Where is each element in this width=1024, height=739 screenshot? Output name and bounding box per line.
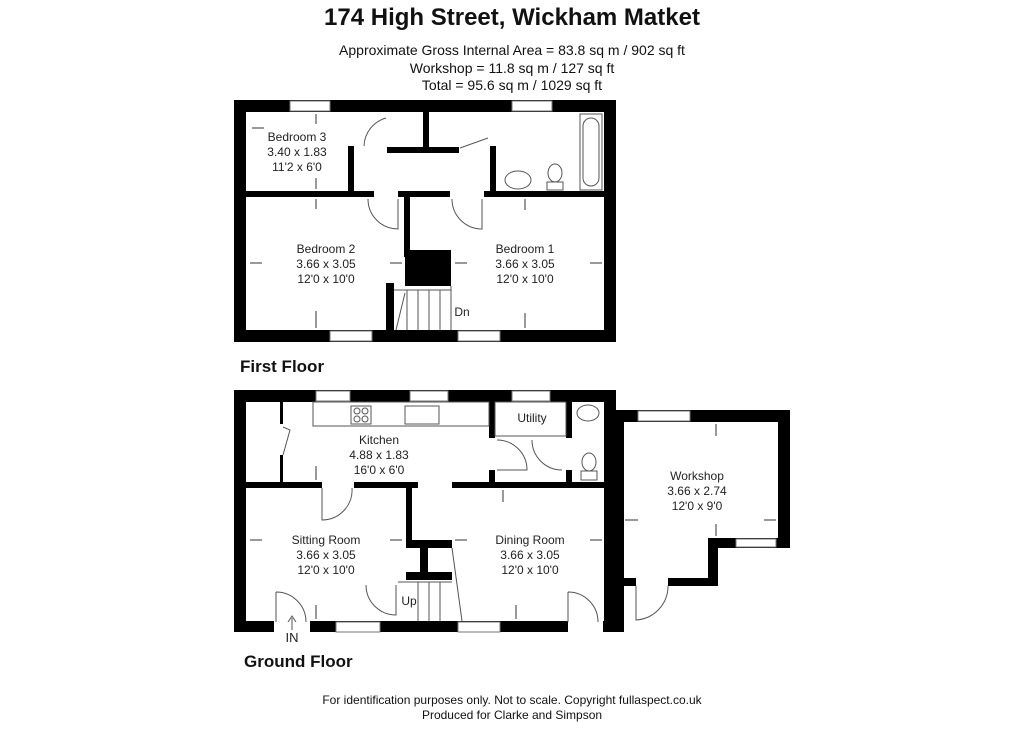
svg-text:3.66 x 3.05: 3.66 x 3.05: [495, 257, 555, 271]
svg-text:4.88 x 1.83: 4.88 x 1.83: [349, 448, 409, 462]
svg-text:16'0 x 6'0: 16'0 x 6'0: [354, 463, 405, 477]
disclaimer-text: For identification purposes only. Not to…: [322, 693, 702, 707]
svg-text:12'0 x 9'0: 12'0 x 9'0: [672, 499, 723, 513]
first-floor-plan: Bedroom 3 3.40 x 1.83 11'2 x 6'0 Bedroom…: [234, 100, 616, 342]
svg-text:Dn: Dn: [454, 305, 469, 319]
svg-text:Bedroom 1: Bedroom 1: [496, 242, 555, 256]
svg-text:Workshop: Workshop: [670, 469, 724, 483]
svg-text:Bedroom 2: Bedroom 2: [297, 242, 356, 256]
workshop-area-text: Workshop = 11.8 sq m / 127 sq ft: [409, 60, 615, 76]
svg-text:3.66 x 3.05: 3.66 x 3.05: [500, 548, 560, 562]
first-floor-label: First Floor: [240, 357, 325, 376]
svg-text:Sitting Room: Sitting Room: [292, 533, 361, 547]
bedroom-3-label: Bedroom 3: [268, 130, 327, 144]
svg-text:3.66 x 3.05: 3.66 x 3.05: [296, 548, 356, 562]
total-area-text: Total = 95.6 sq m / 1029 sq ft: [421, 77, 603, 93]
svg-text:IN: IN: [286, 630, 299, 645]
svg-text:12'0 x 10'0: 12'0 x 10'0: [297, 272, 355, 286]
plan-title: 174 High Street, Wickham Matket: [324, 4, 700, 31]
svg-text:Dining Room: Dining Room: [495, 533, 564, 547]
ground-floor-plan: Kitchen 4.88 x 1.83 16'0 x 6'0 Sitting R…: [234, 390, 790, 645]
svg-text:Kitchen: Kitchen: [359, 433, 399, 447]
svg-text:12'0 x 10'0: 12'0 x 10'0: [501, 563, 559, 577]
svg-text:3.66 x 3.05: 3.66 x 3.05: [296, 257, 356, 271]
produced-for-text: Produced for Clarke and Simpson: [421, 708, 603, 722]
svg-text:11'2 x 6'0: 11'2 x 6'0: [272, 160, 322, 174]
ground-floor-label: Ground Floor: [244, 652, 353, 671]
svg-text:12'0 x 10'0: 12'0 x 10'0: [297, 563, 355, 577]
svg-text:3.40 x 1.83: 3.40 x 1.83: [267, 145, 327, 159]
svg-text:12'0 x 10'0: 12'0 x 10'0: [496, 272, 554, 286]
gross-area-text: Approximate Gross Internal Area = 83.8 s…: [339, 42, 685, 58]
svg-text:3.66 x 2.74: 3.66 x 2.74: [667, 484, 727, 498]
svg-text:Up: Up: [401, 594, 417, 608]
svg-text:Utility: Utility: [517, 411, 546, 425]
